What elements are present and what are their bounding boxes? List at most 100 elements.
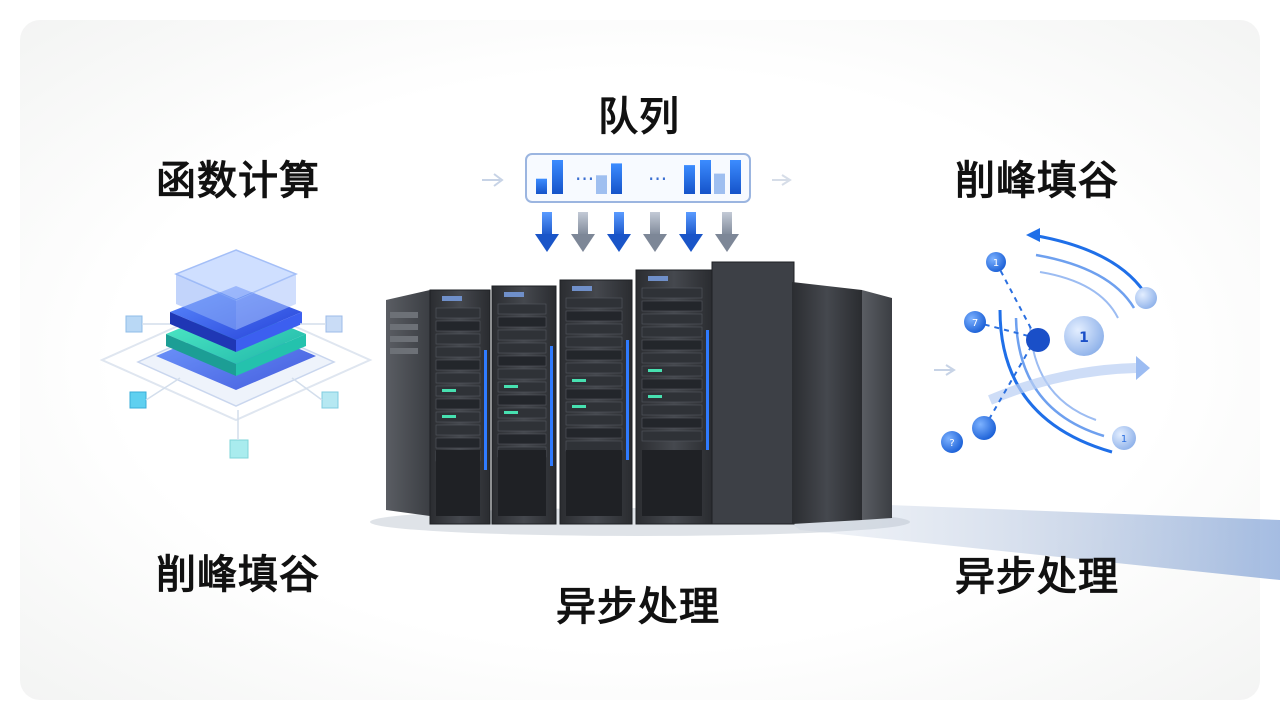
rack-unit [497, 433, 547, 445]
orbit-node-large [1064, 316, 1104, 356]
queue-bar [714, 173, 725, 194]
orbit-node [1112, 426, 1136, 450]
rack-unit [641, 378, 703, 390]
rack-unit [497, 407, 547, 419]
orbit-node-label: 1 [1121, 434, 1127, 445]
cube-base-frame [99, 298, 373, 422]
rack-vent [566, 450, 622, 516]
rack-unit [565, 388, 623, 400]
rack-unit [497, 368, 547, 380]
rack-led [504, 411, 518, 414]
label-queue: 队列 [598, 94, 680, 140]
queue-bar [536, 178, 547, 194]
orbit-node [1026, 328, 1050, 352]
rack-right-side [862, 290, 892, 520]
small-cube-icon [229, 439, 249, 459]
orbit-node [941, 431, 963, 453]
rack-unit [565, 336, 623, 348]
rack-light-strip [706, 330, 709, 450]
rack-light-strip [626, 340, 629, 460]
rack-unit [565, 349, 623, 361]
queue-dots-2: ··· [648, 167, 667, 191]
rack-plate [442, 296, 462, 301]
rack-led [648, 369, 662, 372]
rack-unit [641, 326, 703, 338]
orbit-node-label: 7 [972, 318, 978, 329]
queue-dots-1: ··· [575, 167, 594, 191]
queue-bar [552, 160, 563, 194]
rack-unit [435, 333, 481, 345]
rack-unit [641, 300, 703, 312]
rack-light-strip [550, 346, 553, 466]
orbit-in-arrow-icon [934, 364, 956, 376]
rack-unit [565, 297, 623, 309]
rack-unit [435, 372, 481, 384]
rack-led [442, 415, 456, 418]
rack-led [648, 395, 662, 398]
down-arrow-icon [643, 212, 667, 252]
orbit-node [964, 311, 986, 333]
queue-bars [536, 160, 741, 194]
queue-down-arrows [535, 212, 739, 252]
rack-unit [435, 346, 481, 358]
rack-led [442, 389, 456, 392]
rack-unit [641, 365, 703, 377]
rack-unit [641, 313, 703, 325]
label-peak-shaving-bottom: 削峰填谷 [156, 552, 320, 598]
down-arrow-icon [679, 212, 703, 252]
label-async-right: 异步处理 [955, 554, 1119, 600]
label-function-compute: 函数计算 [156, 158, 320, 204]
queue-bar [684, 165, 695, 194]
rack-unit [565, 375, 623, 387]
rack-unit [641, 430, 703, 442]
rack-unit [497, 303, 547, 315]
small-cube-icon [325, 315, 343, 333]
queue-panel: ··· ··· [482, 153, 792, 203]
rack-unit [641, 339, 703, 351]
rack-unit [641, 417, 703, 429]
queue-in-arrow-icon [482, 173, 504, 187]
rack-vent [642, 450, 702, 516]
rack-unit [435, 307, 481, 319]
rack-vent [436, 450, 480, 516]
rack-led [572, 379, 586, 382]
label-async-center: 异步处理 [556, 584, 720, 630]
queue-out-arrow-icon [772, 174, 792, 186]
queue-bar [700, 160, 711, 194]
rack-unit [435, 320, 481, 332]
orbit-node [972, 416, 996, 440]
function-compute-illustration [99, 249, 373, 459]
rack-unit [435, 359, 481, 371]
queue-bar [730, 160, 741, 194]
queue-bar [596, 175, 607, 194]
rack-unit [435, 437, 481, 449]
queue-bar [611, 163, 622, 194]
rack-unit [565, 427, 623, 439]
rack-unit [565, 440, 623, 452]
orbit-node [1135, 287, 1157, 309]
rack-led [504, 385, 518, 388]
rack-group [429, 261, 795, 525]
rack-unit [435, 385, 481, 397]
rack-unit [497, 420, 547, 432]
rack-unit [565, 401, 623, 413]
rack-unit [497, 381, 547, 393]
rack-plate [648, 276, 668, 281]
server-rack [711, 261, 795, 525]
down-arrow-icon [571, 212, 595, 252]
rack-unit [435, 398, 481, 410]
small-cube-icon [129, 391, 147, 409]
rack-unit [497, 316, 547, 328]
rack-unit [565, 362, 623, 374]
down-arrow-icon [535, 212, 559, 252]
rack-led [572, 405, 586, 408]
floor-shadow [760, 500, 1280, 580]
small-cube-icon [321, 391, 339, 409]
rack-unit [641, 352, 703, 364]
rack-unit [435, 411, 481, 423]
server-racks [386, 261, 892, 525]
rack-unit [641, 287, 703, 299]
rack-right [792, 282, 862, 524]
rack-unit [497, 342, 547, 354]
